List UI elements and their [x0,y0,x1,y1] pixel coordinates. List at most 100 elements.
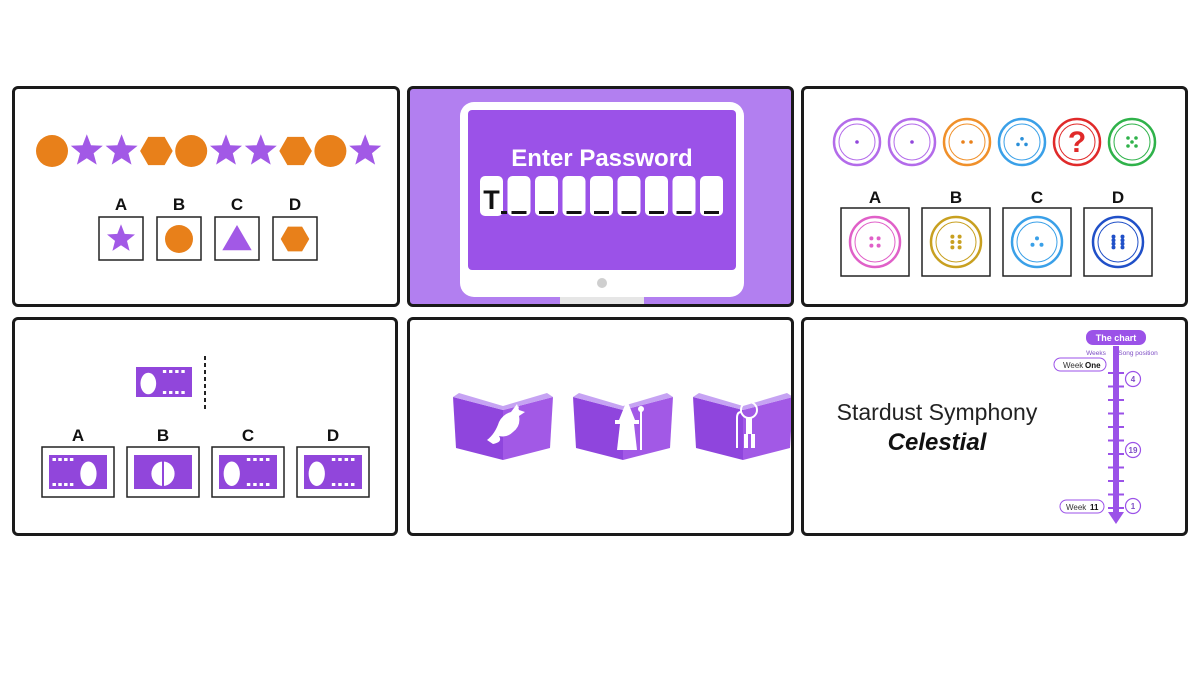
perforation [58,483,62,486]
option-button-hole [1120,238,1125,243]
option-button-hole [1111,245,1116,250]
perforation [331,458,336,461]
button-hole [910,140,914,144]
button-inner-ring [1113,123,1151,161]
perforation [253,458,257,461]
password-char-box [590,176,613,216]
sequence-hexagon-8 [279,136,312,166]
option-button-inner-ring [1097,221,1139,263]
timeline-ticks [1108,372,1124,509]
option-paper-d [304,455,362,489]
option-label-d: D [327,426,339,445]
button-hole [969,140,973,144]
perforation [344,483,349,486]
perforation [246,483,251,486]
option-circle-icon [165,225,193,253]
button-hole [1020,137,1024,141]
password-char-box [645,176,668,216]
timeline-tick [1108,466,1124,469]
password-char-box [480,176,503,216]
option-label-c: C [231,195,243,214]
fold-line [162,455,164,489]
timeline-tick [1108,412,1124,415]
option-button-inner-ring [935,221,977,263]
girl-icon [736,401,758,448]
option-button-hole [1120,245,1125,250]
password-typed-char: T [483,185,500,215]
button-hole [1024,142,1028,147]
timeline-tick [1108,493,1124,496]
timeline-tick [1108,399,1124,401]
option-label-c: C [1031,188,1043,207]
perforation [162,370,167,373]
button-hole [961,140,965,144]
password-field[interactable]: T [480,176,723,216]
password-underscore [539,211,554,214]
option-button-hole [1120,234,1125,239]
timeline-tick [1108,439,1124,442]
position-marker-19 [1124,441,1142,459]
option-label-d: D [1112,188,1124,207]
perforation [259,483,264,486]
books-canvas [453,393,791,460]
button-hole [1126,144,1130,148]
option-button-hole [876,243,881,248]
button-hole [1134,144,1138,148]
timeline-tick [1108,426,1124,428]
week-start-value: One [1085,361,1101,370]
button-sequence-item [942,117,992,167]
artist-name: Celestial [888,429,988,456]
password-char-box [672,176,696,216]
option-button-hole [1111,234,1116,239]
perforation [64,483,68,486]
perforation [350,483,355,486]
week-end-prefix: Week [1066,503,1087,512]
chart-label-badge [1086,330,1146,345]
password-underscore [704,211,719,214]
perforation [265,483,270,486]
chart-canvas: Stardust Symphony Celestial The chart We… [837,330,1158,524]
sequence-star-2 [70,134,103,165]
password-char-box [617,176,641,216]
option-box-c[interactable] [214,216,260,261]
password-char-box [535,176,558,216]
week-start-pill [1053,357,1107,372]
book-left-cover [573,397,623,460]
option-star-icon [107,224,135,251]
button-inner-ring [893,123,931,161]
book-3 [693,393,791,460]
cut-hole [308,461,325,486]
option-button [929,215,983,269]
timeline-tick [1108,453,1124,455]
book-2 [573,393,673,460]
option-label-a: A [869,188,881,207]
button-hole [1126,136,1130,140]
option-button-hole [1120,241,1125,246]
sequence-circle-9 [314,135,347,167]
option-button-hole [957,245,962,250]
perforation [331,483,336,486]
book-left-cover [693,397,743,460]
option-label-c: C [242,426,254,445]
option-button-hole [869,243,874,248]
option-button-hole [950,245,955,250]
option-button-inner-ring [1016,221,1058,263]
perforation [69,483,74,486]
timeline-tick [1108,507,1124,509]
option-label-a: A [115,195,127,214]
chart-timeline [1113,346,1119,514]
password-char-box [700,176,723,216]
perforation [338,458,342,461]
option-button-hole [876,236,881,241]
position-value-1: 1 [1131,502,1136,511]
sequence-star-7 [244,134,277,165]
perforation [58,458,62,461]
perforation [162,391,167,394]
perforation [175,370,179,373]
cut-hole [140,372,157,395]
monitor-stand [560,297,644,304]
button-hole [1016,142,1020,147]
option-label-b: B [157,426,169,445]
